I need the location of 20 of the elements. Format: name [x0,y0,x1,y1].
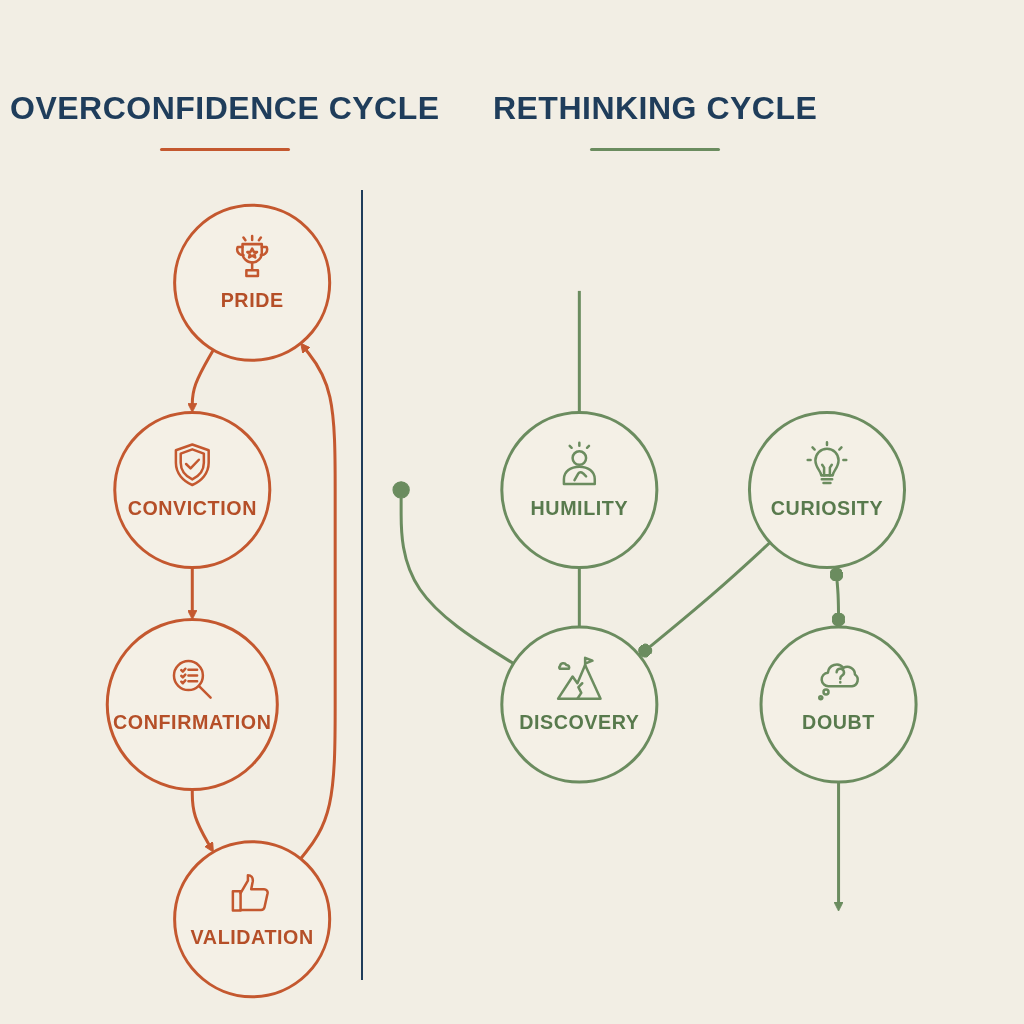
connector-line [399,498,515,665]
arrow [187,567,198,620]
connector-line [638,541,772,658]
stage-label: VALIDATION [190,926,315,949]
stage-label: PRIDE [220,290,284,312]
stage-label: CURIOSITY [771,497,884,520]
stage-label: DOUBT [802,711,876,734]
stage-label: CONVICTION [127,497,258,520]
stage-label: HUMILITY [530,497,629,520]
arrow [191,789,215,853]
connector-line [578,567,582,628]
cycle-heading: RETHINKING CYCLE [492,89,818,128]
cycle-heading: OVERCONFIDENCE CYCLE [10,89,440,128]
stage-label: CONFIRMATION [113,711,272,734]
connector-line [578,290,582,413]
connector-line [829,566,846,628]
arrow [187,349,215,413]
arrow [299,342,337,860]
arrow [833,782,844,912]
stage-label: DISCOVERY [519,711,640,734]
